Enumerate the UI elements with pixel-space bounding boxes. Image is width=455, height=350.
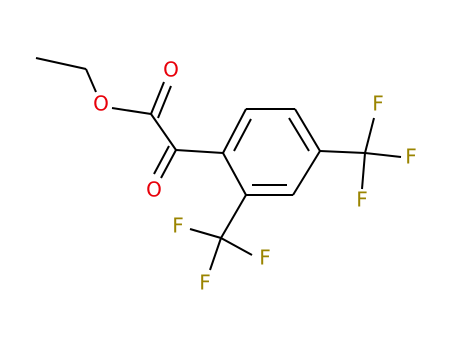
bonds-layer — [35, 57, 402, 271]
bond-ester-to-ketone-carbon — [150, 113, 177, 151]
bond-top-cf3-f1 — [364, 117, 375, 154]
ring-bond-c6-c1 — [222, 152, 247, 196]
ketone-oxygen-label: O — [146, 178, 162, 202]
bond-ketone-to-ring — [175, 149, 224, 154]
bond-top-cf3-f2 — [364, 152, 402, 158]
ester-carbonyl-oxygen-label: O — [163, 58, 179, 82]
bottom-cf3-fluorine-right: F — [259, 246, 271, 270]
bottom-cf3-fluorine-lower: F — [199, 271, 211, 295]
bond-ketone-carbonyl-b — [153, 145, 170, 175]
ester-oxygen-label: O — [93, 92, 109, 116]
bond-ring-to-bottom-cf3 — [220, 194, 247, 239]
bond-ketone-carbonyl-a — [160, 149, 177, 179]
ring-bond-c1-c2 — [222, 108, 247, 154]
bond-oxygen-ester-carbon — [111, 107, 152, 115]
bond-ester-carbonyl-b — [157, 85, 172, 119]
ring-inner-double-b — [288, 117, 310, 152]
bond-ring-to-top-cf3 — [319, 150, 366, 154]
bottom-cf3-fluorine-left: F — [172, 214, 184, 238]
bond-bottom-cf3-f3 — [209, 237, 222, 271]
bond-ethyl-ch2 — [35, 57, 87, 70]
atom-labels-layer: O O O F F F F F F — [93, 58, 417, 295]
ring-bond-c3-c4 — [294, 108, 321, 152]
bond-ester-carbonyl-a — [150, 81, 165, 115]
ring-bond-c4-c5 — [292, 150, 321, 196]
bond-bottom-cf3-f1 — [189, 228, 222, 239]
bond-ch2-oxygen — [85, 68, 97, 93]
top-cf3-fluorine-upper: F — [372, 92, 384, 116]
top-cf3-fluorine-lower: F — [356, 188, 368, 212]
ring-inner-double-a — [233, 118, 252, 152]
bond-top-cf3-f3 — [361, 152, 366, 190]
top-cf3-fluorine-right: F — [405, 145, 417, 169]
bond-bottom-cf3-f2 — [220, 237, 253, 256]
